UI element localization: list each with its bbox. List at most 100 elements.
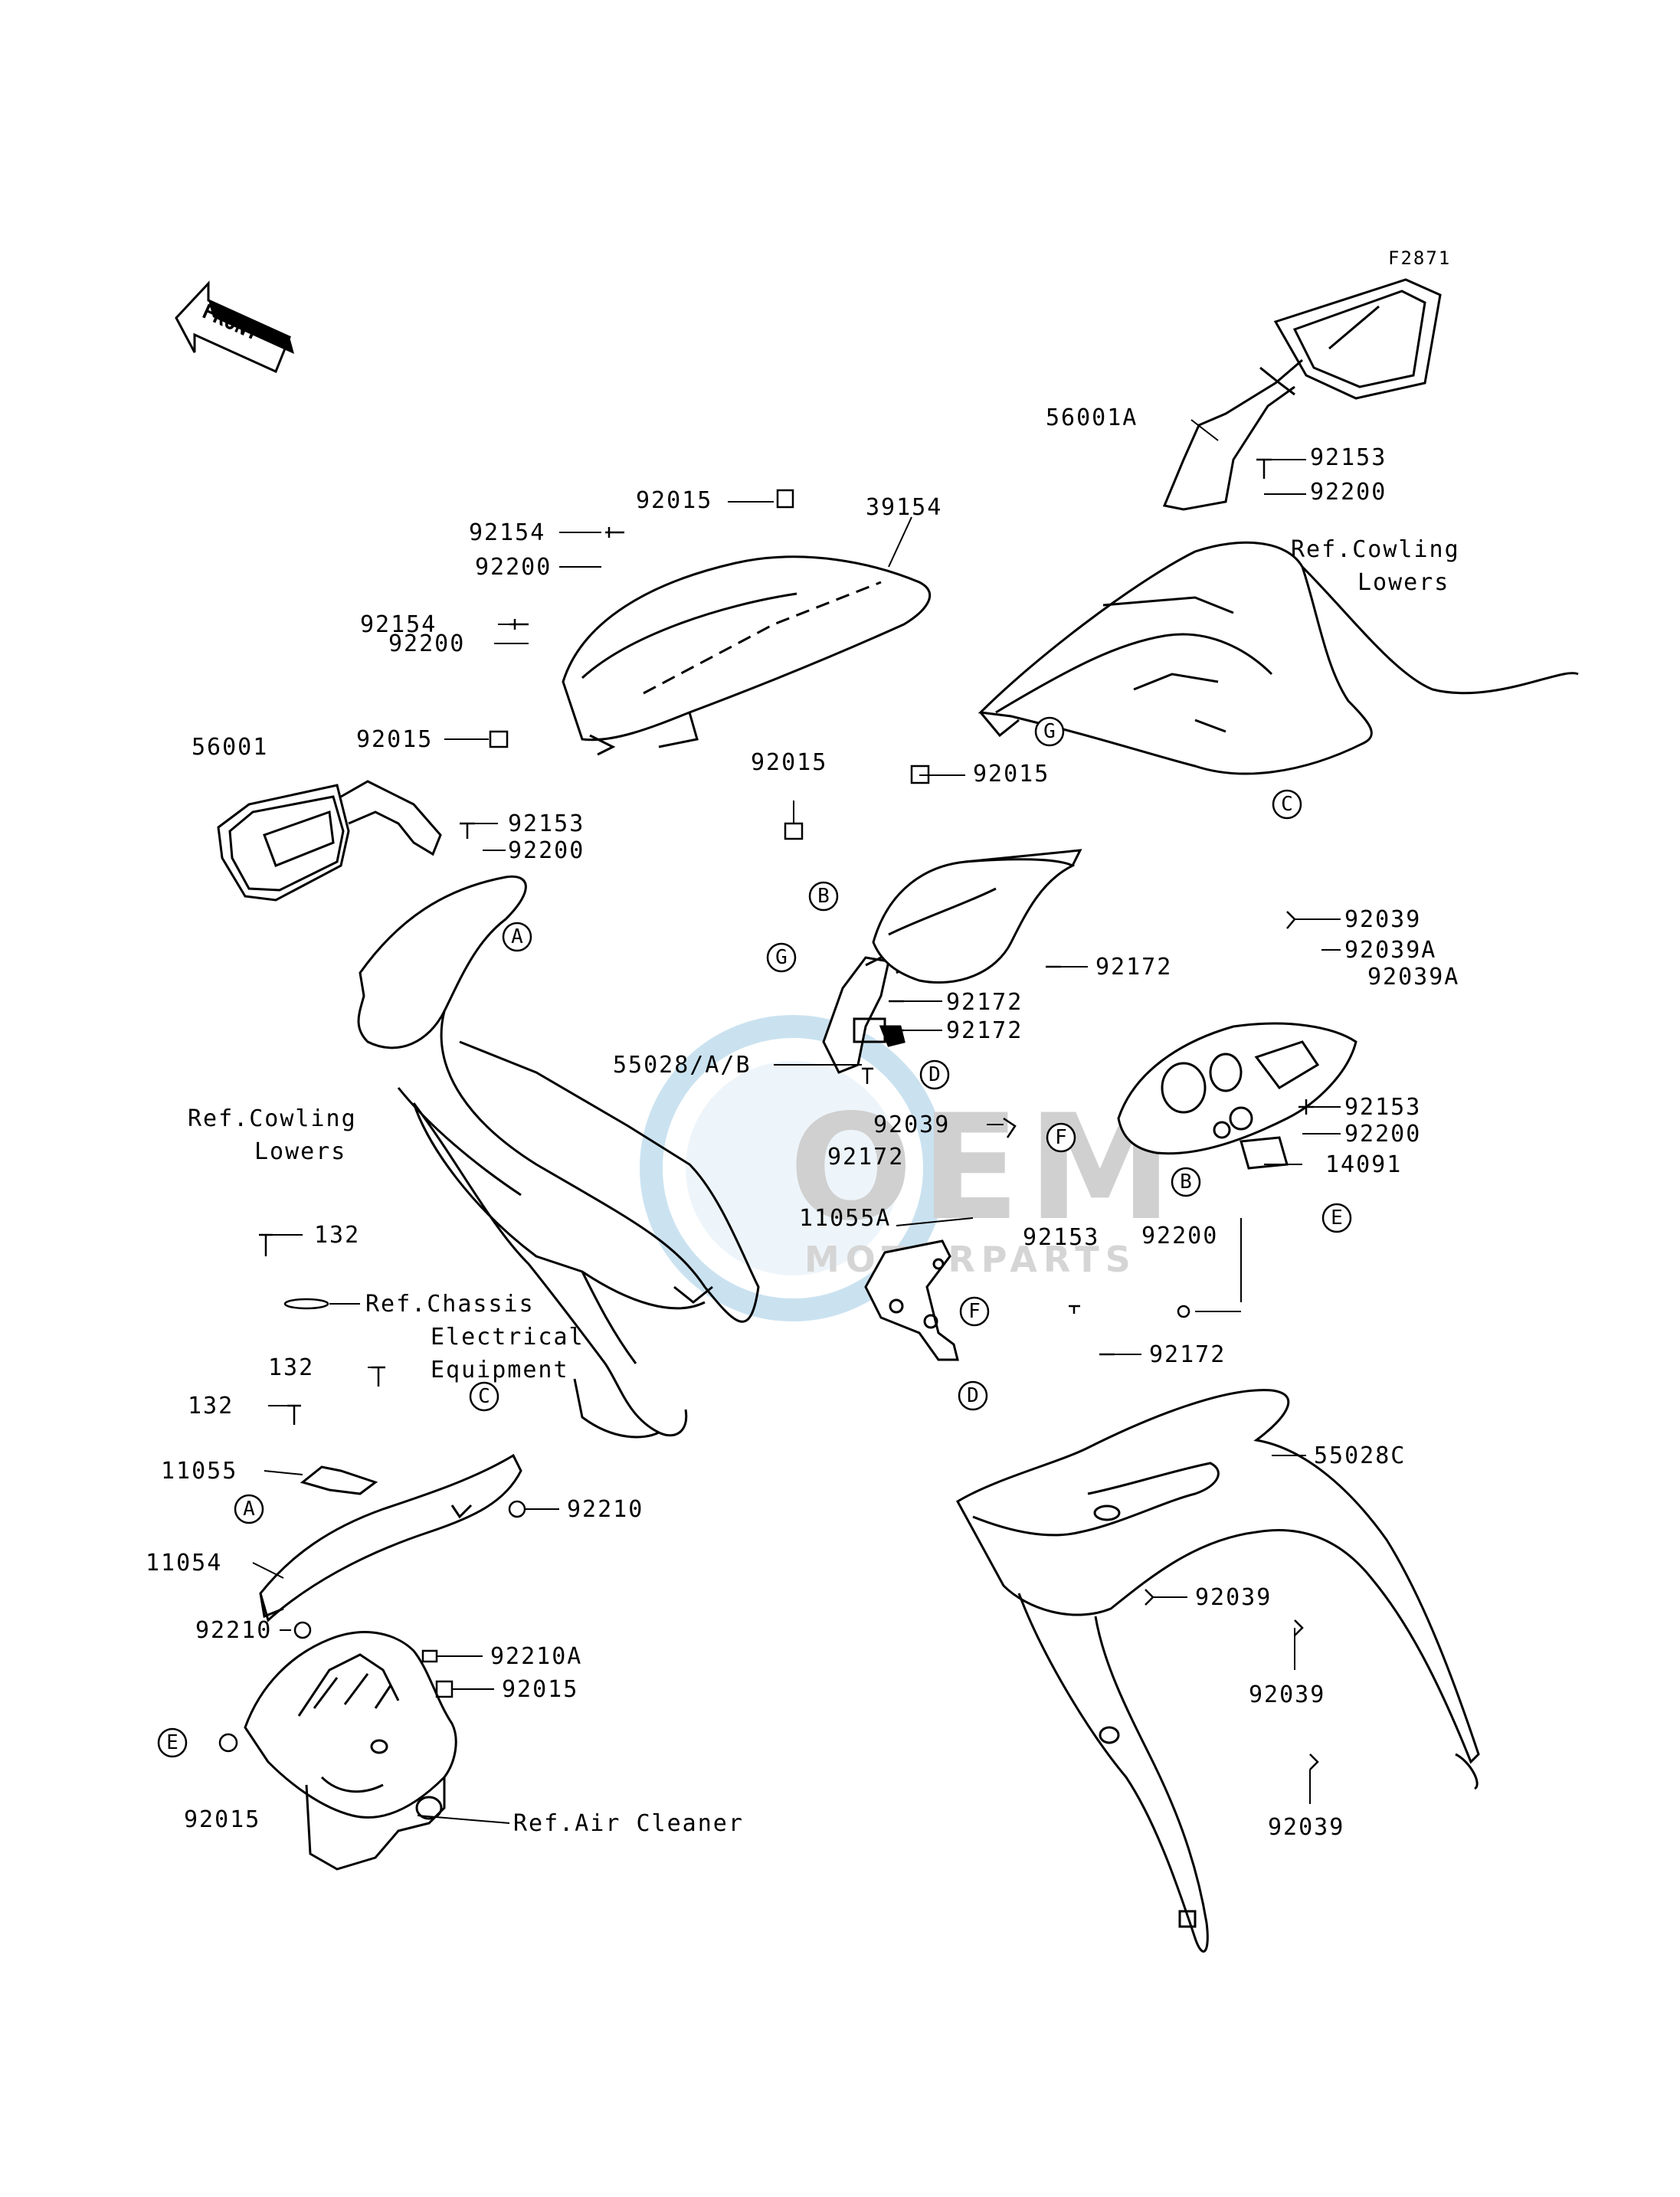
grommet-92015-m: [784, 822, 804, 840]
label-92039A-a: 92039A: [1344, 937, 1436, 964]
washer-92200-bt: [1177, 1305, 1190, 1318]
grommet-92015-top: [776, 489, 794, 509]
ref-air-cleaner: Ref.Air Cleaner: [513, 1810, 744, 1837]
label-55028C: 55028C: [1314, 1442, 1406, 1469]
callout-a2: [234, 1494, 264, 1524]
label-92210-a: 92210: [567, 1496, 644, 1523]
inner-cover-55028C-part: [955, 1389, 1480, 1953]
label-92200-b: 92200: [388, 630, 465, 657]
part-labels: 56001A 92153 92200 92015 39154 92154 922…: [146, 404, 1459, 1841]
clip-92039-e: [1309, 1753, 1319, 1770]
ref-cowling-lowers-l-2: Lowers: [254, 1138, 346, 1165]
screw-92153-l: [460, 822, 475, 839]
callout-c2: [469, 1381, 499, 1412]
label-11054: 11054: [146, 1550, 222, 1577]
label-92172-e: 92172: [1149, 1341, 1226, 1368]
label-92015-e: 92015: [184, 1806, 260, 1833]
label-92200-r: 92200: [1344, 1121, 1421, 1148]
watermark: OEM MOTORPARTS: [640, 1015, 1172, 1321]
watermark-sub: MOTORPARTS: [804, 1239, 1137, 1280]
label-39154: 39154: [866, 494, 942, 521]
windshield-part: [562, 555, 932, 756]
right-mirror-part: [1162, 278, 1442, 511]
label-92210-b: 92210: [195, 1617, 272, 1644]
callout-b1-letter: B: [817, 885, 830, 908]
callout-c1-letter: C: [1281, 793, 1293, 816]
parts-artwork: [217, 278, 1579, 1953]
left-upper-cowl-part: [357, 875, 760, 1439]
center-inner-panel-part: [872, 849, 1082, 984]
callout-d1: [919, 1059, 950, 1090]
label-92154-a: 92154: [469, 519, 545, 546]
ref-chassis-1: Ref.Chassis: [365, 1291, 535, 1318]
reference-labels: Ref.Cowling Lowers Ref.Cowling Lowers Re…: [188, 536, 1460, 1837]
label-92015-lb: 92015: [502, 1676, 578, 1703]
callout-c1: [1272, 789, 1302, 820]
screw-132-c: [287, 1404, 301, 1425]
callout-f2-letter: F: [968, 1300, 981, 1323]
label-56001: 56001: [192, 734, 268, 761]
callout-b1: [808, 881, 839, 912]
grommet-92015-lb: [435, 1680, 454, 1698]
leader-lines: [252, 419, 1341, 1824]
ref-cowling-lowers-tr-1: Ref.Cowling: [1291, 536, 1460, 563]
label-92153-tr: 92153: [1310, 444, 1387, 471]
air-duct-part: [244, 1631, 457, 1871]
label-92172-d: 92172: [827, 1144, 904, 1171]
label-92039-d: 92039: [1249, 1681, 1325, 1708]
nut-92210A: [421, 1649, 438, 1663]
callout-f1: [1046, 1122, 1076, 1153]
callout-b2: [1171, 1167, 1201, 1197]
upper-right-cowl-part: [978, 541, 1579, 775]
screw-92154-a: [605, 527, 624, 538]
callout-e1-letter: E: [1331, 1207, 1343, 1229]
screw-92154-b: [509, 619, 529, 630]
clip-92039-d: [1294, 1619, 1304, 1636]
ref-cowling-lowers-tr-2: Lowers: [1357, 569, 1449, 596]
screw-92153-tr: [1256, 458, 1272, 479]
callout-e2: [157, 1727, 188, 1758]
label-92015-top: 92015: [636, 487, 712, 514]
label-92200-a: 92200: [475, 554, 552, 581]
callout-a1: [502, 922, 532, 952]
screw-92172-d: [862, 1067, 873, 1084]
callout-a2-letter: A: [243, 1498, 255, 1521]
label-92172-c: 92172: [946, 1017, 1023, 1044]
label-92153-r: 92153: [1344, 1094, 1421, 1121]
ref-cowling-lowers-l-1: Ref.Cowling: [188, 1105, 357, 1132]
ref-chassis-2: Electrical: [431, 1324, 585, 1351]
callout-g1-letter: G: [1043, 720, 1056, 743]
label-132-c: 132: [188, 1393, 234, 1419]
screw-132-b: [372, 1366, 385, 1387]
label-92015-l: 92015: [356, 726, 433, 753]
label-92210A: 92210A: [490, 1643, 582, 1670]
bracket-11054-part: [259, 1453, 522, 1622]
label-92039A-b: 92039A: [1367, 964, 1459, 990]
nut-92210-a: [508, 1500, 526, 1518]
label-92172-b: 92172: [946, 989, 1023, 1016]
label-132-a: 132: [314, 1222, 360, 1249]
grommet-92015-l: [489, 730, 509, 748]
label-92153-l: 92153: [508, 810, 585, 837]
callout-e2-letter: E: [166, 1731, 178, 1754]
label-92200-bt: 92200: [1141, 1223, 1218, 1249]
washer-132: [283, 1298, 329, 1310]
callout-f1-letter: F: [1055, 1126, 1067, 1149]
label-92154-b: 92154: [360, 611, 437, 638]
front-arrow-icon: FRONT: [175, 280, 294, 374]
callout-a1-letter: A: [511, 925, 523, 948]
callout-g2: [766, 942, 797, 973]
label-132-b: 132: [268, 1354, 314, 1381]
callout-c2-letter: C: [478, 1385, 490, 1408]
label-55028AB: 55028/A/B: [613, 1052, 752, 1079]
callout-letters: A A B B C C D D E E F F G G: [166, 720, 1343, 1754]
label-92172-a: 92172: [1095, 954, 1172, 981]
nut-92210-b: [293, 1621, 312, 1639]
clip-92039-m: [1003, 1117, 1017, 1138]
label-92153-b: 92153: [1023, 1224, 1099, 1251]
label-11055: 11055: [161, 1458, 237, 1485]
label-92039-m: 92039: [873, 1112, 950, 1138]
label-92039-c: 92039: [1195, 1584, 1272, 1611]
label-92015-r: 92015: [973, 761, 1050, 787]
